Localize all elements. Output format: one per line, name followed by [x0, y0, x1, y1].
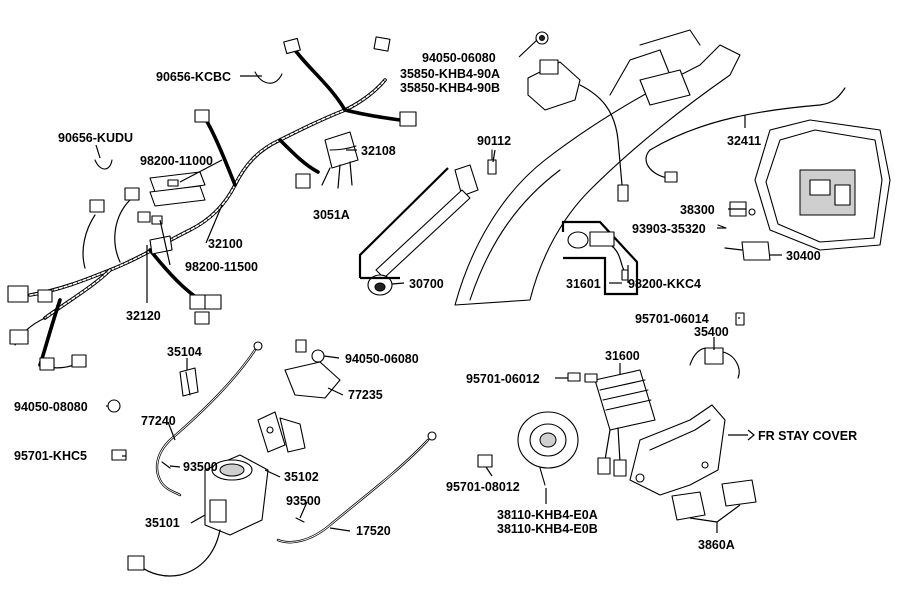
label-17520: 17520	[356, 524, 391, 538]
bolts-95701-06012	[567, 372, 598, 383]
label-77240: 77240	[141, 414, 176, 428]
fr-stay-bracket	[629, 404, 726, 496]
meter-housing	[754, 119, 891, 251]
bracket-3051a	[358, 167, 449, 280]
switch-35850	[527, 31, 629, 202]
bolt-95701-08012	[477, 454, 493, 468]
ignition-switch-35101	[127, 454, 269, 577]
screw-93500-a	[161, 461, 171, 469]
label-77235: 77235	[348, 388, 383, 402]
label-94050-08080: 94050-08080	[14, 400, 88, 414]
cable-77240	[155, 341, 263, 497]
label-30700: 30700	[409, 277, 444, 291]
label-98200-11000: 98200-11000	[140, 154, 213, 168]
label-95701-khc5: 95701-KHC5	[14, 449, 87, 463]
label-95701-08012: 95701-08012	[446, 480, 520, 494]
label-35104: 35104	[167, 345, 202, 359]
label-94050-06080-top: 94050-06080	[422, 51, 496, 65]
sensor-32108	[321, 131, 359, 189]
part-labels: 90656-KCBC 90656-KUDU 98200-11000 32100 …	[14, 51, 857, 552]
label-fr-stay-cover: FR STAY COVER	[758, 429, 857, 443]
label-31601: 31601	[566, 277, 601, 291]
label-35102: 35102	[284, 470, 319, 484]
label-93500-b: 93500	[286, 494, 321, 508]
bolt-90112	[487, 149, 497, 175]
label-30400: 30400	[786, 249, 821, 263]
label-32108: 32108	[361, 144, 396, 158]
label-38110-khb4-e0b: 38110-KHB4-E0B	[497, 522, 598, 536]
wiring-harness-32100	[7, 36, 417, 371]
label-35850-khb4-90b: 35850-KHB4-90B	[400, 81, 500, 95]
label-35850-khb4-90a: 35850-KHB4-90A	[400, 67, 500, 81]
bracket-35104	[179, 367, 199, 397]
label-35101: 35101	[145, 516, 180, 530]
steering-shaft-3051a	[367, 164, 479, 296]
harness-part-32120	[149, 235, 173, 255]
relays-3860a	[671, 479, 757, 521]
label-32411: 32411	[727, 134, 761, 148]
screw-93500-b	[295, 517, 305, 523]
fuse-98200-11500	[137, 211, 163, 225]
frame-tube	[454, 29, 741, 306]
relay-30400	[724, 241, 771, 261]
label-38110-khb4-e0a: 38110-KHB4-E0A	[497, 508, 598, 522]
label-3860a: 3860A	[698, 538, 735, 552]
label-95701-06014: 95701-06014	[635, 312, 709, 326]
label-90112: 90112	[477, 134, 511, 148]
nut-94050-08080	[107, 399, 121, 413]
label-93903-35320: 93903-35320	[632, 222, 706, 236]
screw-95701-06014	[735, 312, 745, 326]
box-31601	[561, 220, 639, 296]
cable-32411	[645, 87, 846, 183]
label-38300: 38300	[680, 203, 715, 217]
key-set-31601	[567, 231, 629, 281]
label-98200-kkc4: 98200-KKC4	[628, 277, 701, 291]
label-31600: 31600	[605, 349, 640, 363]
fuse-holder-98200-11000	[149, 171, 206, 207]
label-95701-06012: 95701-06012	[466, 372, 540, 386]
part-77235	[284, 339, 341, 399]
label-90656-kcbc: 90656-KCBC	[156, 70, 231, 84]
cable-17520	[276, 431, 437, 544]
bolt-95701-khc5	[111, 449, 127, 461]
keys-35102	[257, 411, 306, 453]
leader-lines	[95, 39, 782, 533]
regulator-31600	[594, 369, 656, 477]
horn-38110	[517, 411, 579, 486]
label-3051a: 3051A	[313, 208, 350, 222]
label-32120: 32120	[126, 309, 161, 323]
label-94050-06080-mid: 94050-06080	[345, 352, 419, 366]
flasher-35400	[689, 347, 740, 379]
nut-94050-06080-mid	[311, 349, 325, 363]
label-32100: 32100	[208, 237, 243, 251]
label-90656-kudu: 90656-KUDU	[58, 131, 133, 145]
label-35400: 35400	[694, 325, 729, 339]
label-98200-11500: 98200-11500	[185, 260, 258, 274]
label-93500-a: 93500	[183, 460, 218, 474]
